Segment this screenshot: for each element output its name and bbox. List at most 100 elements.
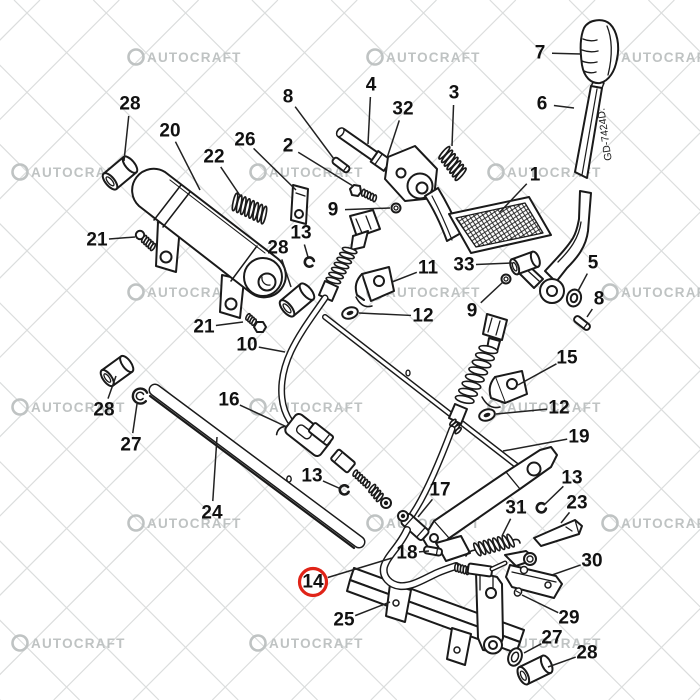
svg-text:AUTOCRAFT: AUTOCRAFT [31,400,126,415]
bushing-28-c [99,354,135,388]
part-callout-19: 19 [502,427,590,452]
pedal-assembly [331,127,552,254]
part-number-label: 25 [333,610,355,631]
part-number-label: 19 [568,427,589,448]
watermark-logo: AUTOCRAFT [127,514,242,532]
part-number-label: 12 [412,306,433,327]
part-callout-7: 7 [535,43,582,64]
part-number-label: 29 [558,608,579,629]
svg-text:AUTOCRAFT: AUTOCRAFT [507,636,602,651]
cable-10-fork [349,209,381,238]
bushing-28-a [101,155,139,191]
rod-19 [322,314,524,472]
part-number-label: 6 [537,94,548,115]
bushing-33 [509,250,541,276]
part-number-label: 7 [535,43,546,64]
cable-end-fitting-17 [397,510,430,541]
spring-22 [231,192,268,225]
fitting-12-b [478,408,496,422]
svg-text:AUTOCRAFT: AUTOCRAFT [386,285,481,300]
watermark-logo: AUTOCRAFT [11,634,126,652]
svg-text:AUTOCRAFT: AUTOCRAFT [621,50,700,65]
cable-10 [275,209,392,509]
clip-13-b [338,484,350,496]
part-number-label: 1 [530,165,541,186]
clip-13-c [535,501,548,514]
part-number-label: 30 [581,551,602,572]
bracket-30 [505,564,563,599]
part-callout-27: 27 [523,628,563,654]
part-number-label: 18 [396,543,417,564]
part-callout-18: 18 [396,543,430,564]
washer-5 [565,288,583,308]
svg-text:AUTOCRAFT: AUTOCRAFT [621,285,700,300]
watermark-logo: AUTOCRAFT [249,398,362,416]
part-callout-33: 33 [453,255,513,276]
part-number-label: 8 [283,87,294,108]
part-callout-17: 17 [417,480,451,518]
highlight-circle [297,566,329,598]
part-number-label: 15 [556,348,578,369]
svg-text:AUTOCRAFT: AUTOCRAFT [621,516,700,531]
hand-lever-assembly: GD-7424D. [500,19,620,331]
part-callout-12: 12 [495,398,570,419]
part-number-label: 23 [566,493,587,514]
cable-14-upper [403,313,508,527]
svg-text:AUTOCRAFT: AUTOCRAFT [147,516,242,531]
watermark-logo: AUTOCRAFT [601,283,700,301]
part-number-label: 5 [588,253,599,274]
part-number-label: 26 [234,130,255,151]
part-number-label: 28 [119,94,140,115]
part-callout-28: 28 [267,238,292,288]
watermark-logo: AUTOCRAFT [601,514,700,532]
part-number-label: 14 [302,572,324,593]
part-callout-13: 13 [543,468,583,506]
cable-14-lower [379,526,460,591]
bracket-15 [481,370,528,409]
wedge-bracket-23 [533,519,583,547]
cable-10-boot [325,246,358,285]
part-callout-4: 4 [366,75,377,145]
part-callout-21: 21 [86,230,136,251]
part-callout-13: 13 [290,223,312,258]
part-callout-15: 15 [517,348,578,386]
part-number-label: 31 [505,498,527,519]
part-number-label: 13 [290,223,311,244]
line-art: GD-7424D. [99,19,620,686]
part-number-label: 28 [267,238,288,259]
part-callout-8: 8 [586,289,605,318]
part-callout-6: 6 [537,94,575,115]
vertical-link [475,567,504,655]
part-callout-28: 28 [119,94,141,162]
part-number-label: 9 [328,200,339,221]
fitting-12-a [341,306,359,320]
part-callout-25: 25 [333,601,391,631]
cable-14-boot [454,344,499,405]
bolt-21-bottom [244,312,267,333]
svg-text:AUTOCRAFT: AUTOCRAFT [31,636,126,651]
part-number-label: 32 [392,99,413,120]
watermark-logo: AUTOCRAFT [11,398,126,416]
turnbuckle-body [466,562,494,578]
part-number-label: 33 [453,255,474,276]
part-callout-8: 8 [283,87,335,160]
part-callout-12: 12 [358,306,434,327]
part-callout-28: 28 [93,375,117,421]
part-number-label: 8 [594,289,605,310]
part-number-label: 12 [548,398,569,419]
spring-31 [472,533,516,557]
part-callout-3: 3 [449,83,459,147]
cable-10-thread [352,469,371,489]
clip-13-a [303,256,316,268]
lever-lower-6 [517,190,592,304]
return-spring-31-group [435,533,537,578]
cable-10-coil [368,483,384,503]
part-callout-9: 9 [328,200,391,221]
part-number-label: 28 [93,400,114,421]
part-callout-10: 10 [236,335,286,356]
washer-27-b [507,647,523,667]
part-callout-20: 20 [159,121,201,191]
